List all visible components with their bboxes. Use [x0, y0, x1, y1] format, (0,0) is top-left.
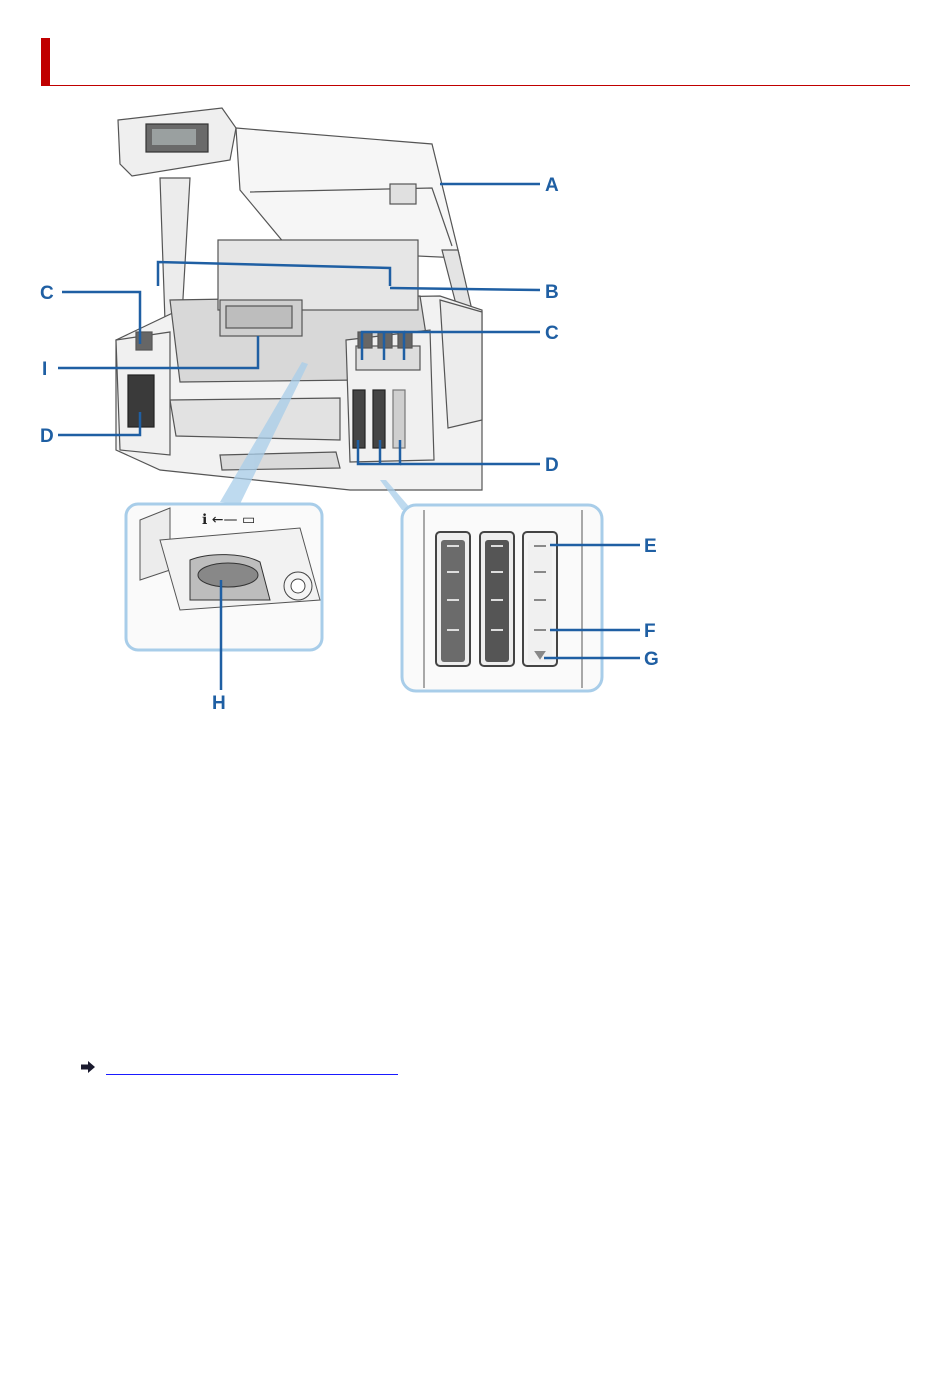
- lever-zoom-inset: ℹ ←— ▭: [126, 504, 322, 650]
- callout-c-right: C: [545, 323, 559, 344]
- callout-i: I: [42, 359, 47, 380]
- callout-a: A: [545, 175, 559, 196]
- right-arrow-icon: [80, 1060, 96, 1074]
- ink-tank-zoom-inset: [402, 505, 602, 691]
- svg-text:ℹ ←— ▭: ℹ ←— ▭: [202, 512, 255, 528]
- printer-illustration: [116, 108, 482, 490]
- section-marker: [41, 38, 50, 85]
- callout-h: H: [212, 693, 226, 714]
- reference-link-row[interactable]: [80, 1057, 398, 1077]
- reference-link[interactable]: [106, 1060, 398, 1075]
- callout-e: E: [644, 536, 657, 557]
- callout-c-left: C: [40, 283, 54, 304]
- callout-d-left: D: [40, 426, 54, 447]
- callout-g: G: [644, 649, 659, 670]
- printer-diagram: ℹ ←— ▭: [40, 100, 680, 720]
- callout-d-right: D: [545, 455, 559, 476]
- callout-b: B: [545, 282, 559, 303]
- callout-f: F: [644, 621, 656, 642]
- header-rule: [41, 85, 910, 86]
